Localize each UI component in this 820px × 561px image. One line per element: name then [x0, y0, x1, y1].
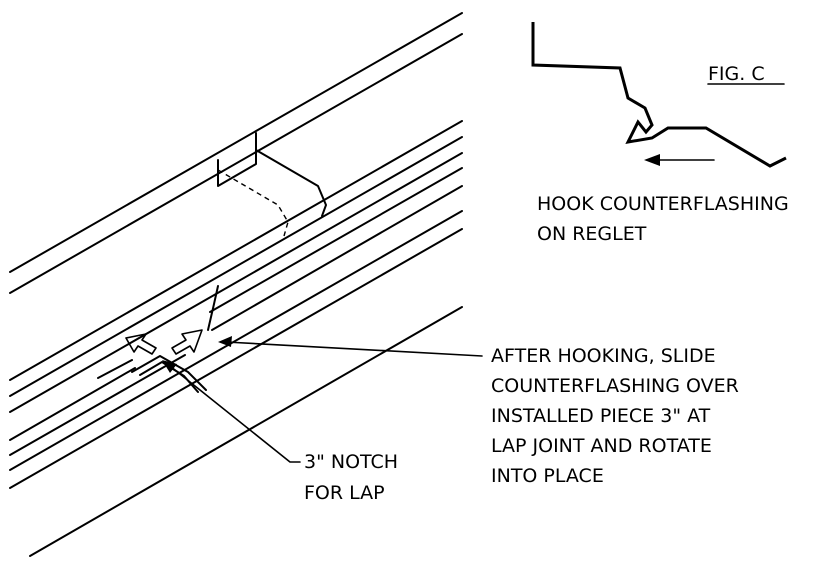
assembly-line	[9, 354, 186, 456]
notch-label-line: FOR LAP	[304, 482, 385, 504]
assembly-line	[9, 12, 463, 273]
assembly-line	[9, 210, 463, 471]
slide-label: AFTER HOOKING, SLIDE COUNTERFLASHING OVE…	[491, 345, 739, 487]
leader-arrowhead-icon	[218, 336, 232, 347]
slide-label-line: INSTALLED PIECE 3" AT	[491, 405, 711, 427]
notch-edge	[207, 285, 219, 331]
notch-label-line: 3" NOTCH	[304, 451, 398, 473]
hook-label-line: HOOK COUNTERFLASHING	[537, 193, 789, 215]
open-arrow-icon	[171, 329, 203, 355]
slide-label-line: AFTER HOOKING, SLIDE	[491, 345, 716, 367]
figure-title: FIG. C	[708, 63, 765, 85]
assembly-line	[209, 167, 463, 313]
leader-line	[169, 365, 301, 463]
notch-label: 3" NOTCH FOR LAP	[304, 451, 398, 504]
leader-arrowhead-icon	[162, 360, 177, 373]
lap-joint-edge	[255, 149, 327, 217]
assembly-line	[9, 120, 463, 381]
hook-label-line: ON REGLET	[537, 223, 647, 245]
assembly-line	[9, 136, 463, 397]
arrowhead-icon	[644, 154, 660, 166]
open-arrow-icon	[125, 333, 157, 355]
hook-label: HOOK COUNTERFLASHING ON REGLET	[537, 193, 789, 245]
slide-label-line: INTO PLACE	[491, 465, 604, 487]
assembly-line	[211, 185, 463, 331]
fig-c-detail	[531, 22, 787, 168]
assembly-line	[9, 367, 136, 441]
lap-joint-edge	[217, 132, 257, 187]
slide-direction-arrows	[125, 329, 203, 355]
assembly-line	[9, 228, 463, 489]
leader-lines	[162, 336, 483, 463]
leader-line	[225, 341, 483, 357]
assembly-line	[29, 306, 463, 557]
slide-label-line: COUNTERFLASHING OVER	[491, 375, 739, 397]
assembly-line	[9, 152, 463, 413]
reglet-assembly	[9, 12, 463, 557]
slide-label-line: LAP JOINT AND ROTATE	[491, 435, 712, 457]
assembly-line	[9, 33, 463, 294]
notch-edge	[97, 359, 133, 379]
counterflashing-profile	[531, 22, 787, 168]
